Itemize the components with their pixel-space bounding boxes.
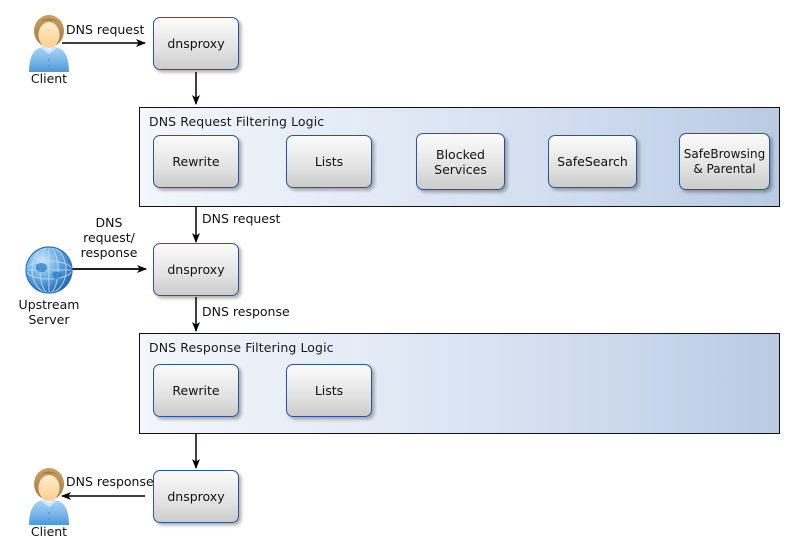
request-node-rewrite[interactable]: Rewrite (153, 135, 239, 188)
edge-label-client-to-proxy: DNS request (66, 22, 145, 37)
request-node-rewrite-label: Rewrite (172, 154, 220, 169)
edge-label-upstream-line-3: response (80, 244, 138, 260)
dnsproxy-top-node[interactable]: dnsproxy (153, 17, 239, 70)
request-node-safebrowsing-line-2: & Parental (693, 161, 756, 176)
edge-label-proxy-to-request-panel: DNS request (202, 211, 281, 226)
globe-icon (25, 246, 73, 294)
upstream-server-label: Upstream Server (6, 297, 92, 328)
response-node-lists-label: Lists (314, 383, 344, 398)
dnsproxy-bottom-label: dnsproxy (167, 489, 225, 504)
edge-label-upstream-line-1: DNS (95, 215, 123, 230)
client-bottom-label: Client (30, 524, 68, 539)
dns-request-filtering-title: DNS Request Filtering Logic (149, 114, 325, 129)
upstream-line-2: Server (28, 311, 70, 327)
request-node-safesearch-label: SafeSearch (557, 154, 628, 169)
user-avatar-icon (29, 15, 69, 72)
request-node-blocked-services[interactable]: Blocked Services (416, 133, 505, 190)
response-node-lists[interactable]: Lists (286, 364, 372, 417)
dns-response-filtering-title: DNS Response Filtering Logic (149, 340, 334, 355)
edge-label-proxy-to-response-panel: DNS response (202, 304, 290, 319)
dnsproxy-middle-node[interactable]: dnsproxy (153, 243, 239, 296)
request-node-lists[interactable]: Lists (286, 135, 372, 188)
request-node-safebrowsing-line-1: SafeBrowsing (683, 147, 766, 162)
response-node-rewrite[interactable]: Rewrite (153, 364, 239, 417)
request-node-safebrowsing-parental[interactable]: SafeBrowsing & Parental (679, 133, 770, 190)
response-node-rewrite-label: Rewrite (172, 383, 220, 398)
request-node-blocked-services-line-1: Blocked (436, 146, 485, 162)
dnsproxy-middle-label: dnsproxy (167, 262, 225, 277)
edge-label-upstream-line-2: request/ (83, 229, 135, 245)
edge-label-proxy-to-upstream: DNS request/ response (75, 215, 143, 260)
upstream-line-1: Upstream (18, 297, 80, 312)
edge-label-proxy-to-client: DNS response (66, 474, 154, 489)
request-node-safesearch[interactable]: SafeSearch (548, 135, 637, 188)
user-avatar-icon (29, 468, 69, 525)
request-node-lists-label: Lists (314, 154, 344, 169)
dns-response-filtering-panel: DNS Response Filtering Logic (139, 333, 780, 434)
dnsproxy-bottom-node[interactable]: dnsproxy (153, 470, 239, 523)
request-node-blocked-services-line-2: Services (434, 161, 487, 177)
dnsproxy-top-label: dnsproxy (167, 36, 225, 51)
client-top-label: Client (30, 71, 68, 86)
